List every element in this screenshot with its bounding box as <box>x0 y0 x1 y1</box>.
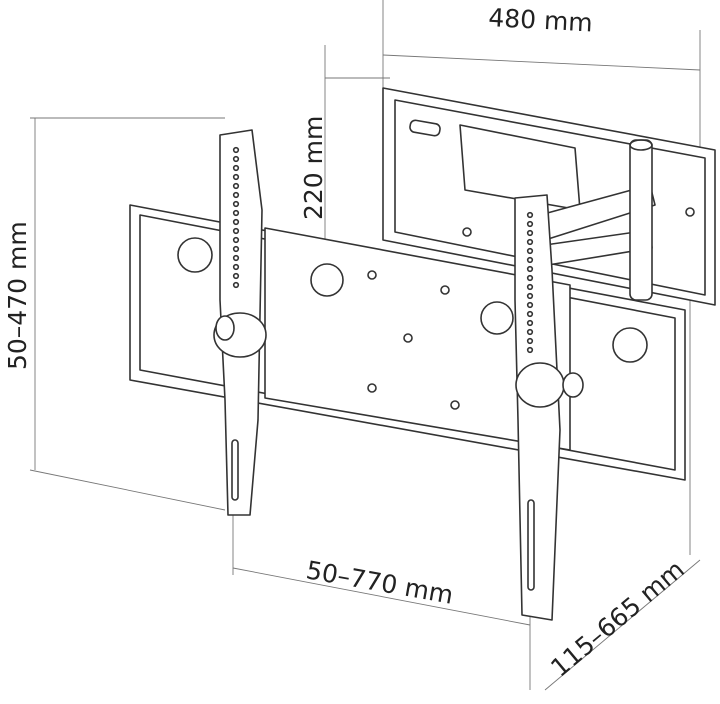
adjustment-hole <box>526 283 534 291</box>
adjustment-hole <box>526 211 534 219</box>
adjustment-hole <box>232 209 240 217</box>
adjustment-hole <box>526 229 534 237</box>
label-50-470mm: 50–470 mm <box>3 221 32 370</box>
articulating-arms <box>539 139 656 301</box>
label-115-665mm: 115–665 mm <box>545 555 690 683</box>
dimension-lines <box>29 0 701 691</box>
right-vertical-bracket <box>514 194 584 621</box>
adjustment-hole <box>526 274 534 282</box>
adjustment-hole <box>232 191 240 199</box>
adjustment-hole <box>526 292 534 300</box>
label-220mm: 220 mm <box>299 116 328 220</box>
adjustment-hole <box>526 238 534 246</box>
adjustment-hole <box>526 310 534 318</box>
adjustment-hole <box>232 227 240 235</box>
adjustment-hole <box>232 218 240 226</box>
adjustment-hole <box>232 254 240 262</box>
adjustment-hole <box>232 263 240 271</box>
adjustment-hole <box>526 256 534 264</box>
front-plate <box>264 227 571 451</box>
adjustment-hole <box>232 182 240 190</box>
adjustment-hole <box>232 236 240 244</box>
left-vertical-bracket <box>213 129 267 516</box>
adjustment-hole <box>232 272 240 280</box>
adjustment-hole <box>526 301 534 309</box>
adjustment-hole <box>232 200 240 208</box>
adjustment-hole <box>232 155 240 163</box>
adjustment-hole <box>526 319 534 327</box>
adjustment-hole <box>232 281 240 289</box>
adjustment-hole <box>232 245 240 253</box>
label-480mm: 480 mm <box>488 3 594 37</box>
adjustment-hole <box>526 346 534 354</box>
adjustment-hole <box>232 146 240 154</box>
label-50-770mm: 50–770 mm <box>304 555 455 609</box>
adjustment-hole <box>526 265 534 273</box>
adjustment-hole <box>232 164 240 172</box>
adjustment-hole <box>232 173 240 181</box>
adjustment-hole <box>526 337 534 345</box>
adjustment-hole <box>526 247 534 255</box>
adjustment-hole <box>526 220 534 228</box>
adjustment-hole <box>526 328 534 336</box>
